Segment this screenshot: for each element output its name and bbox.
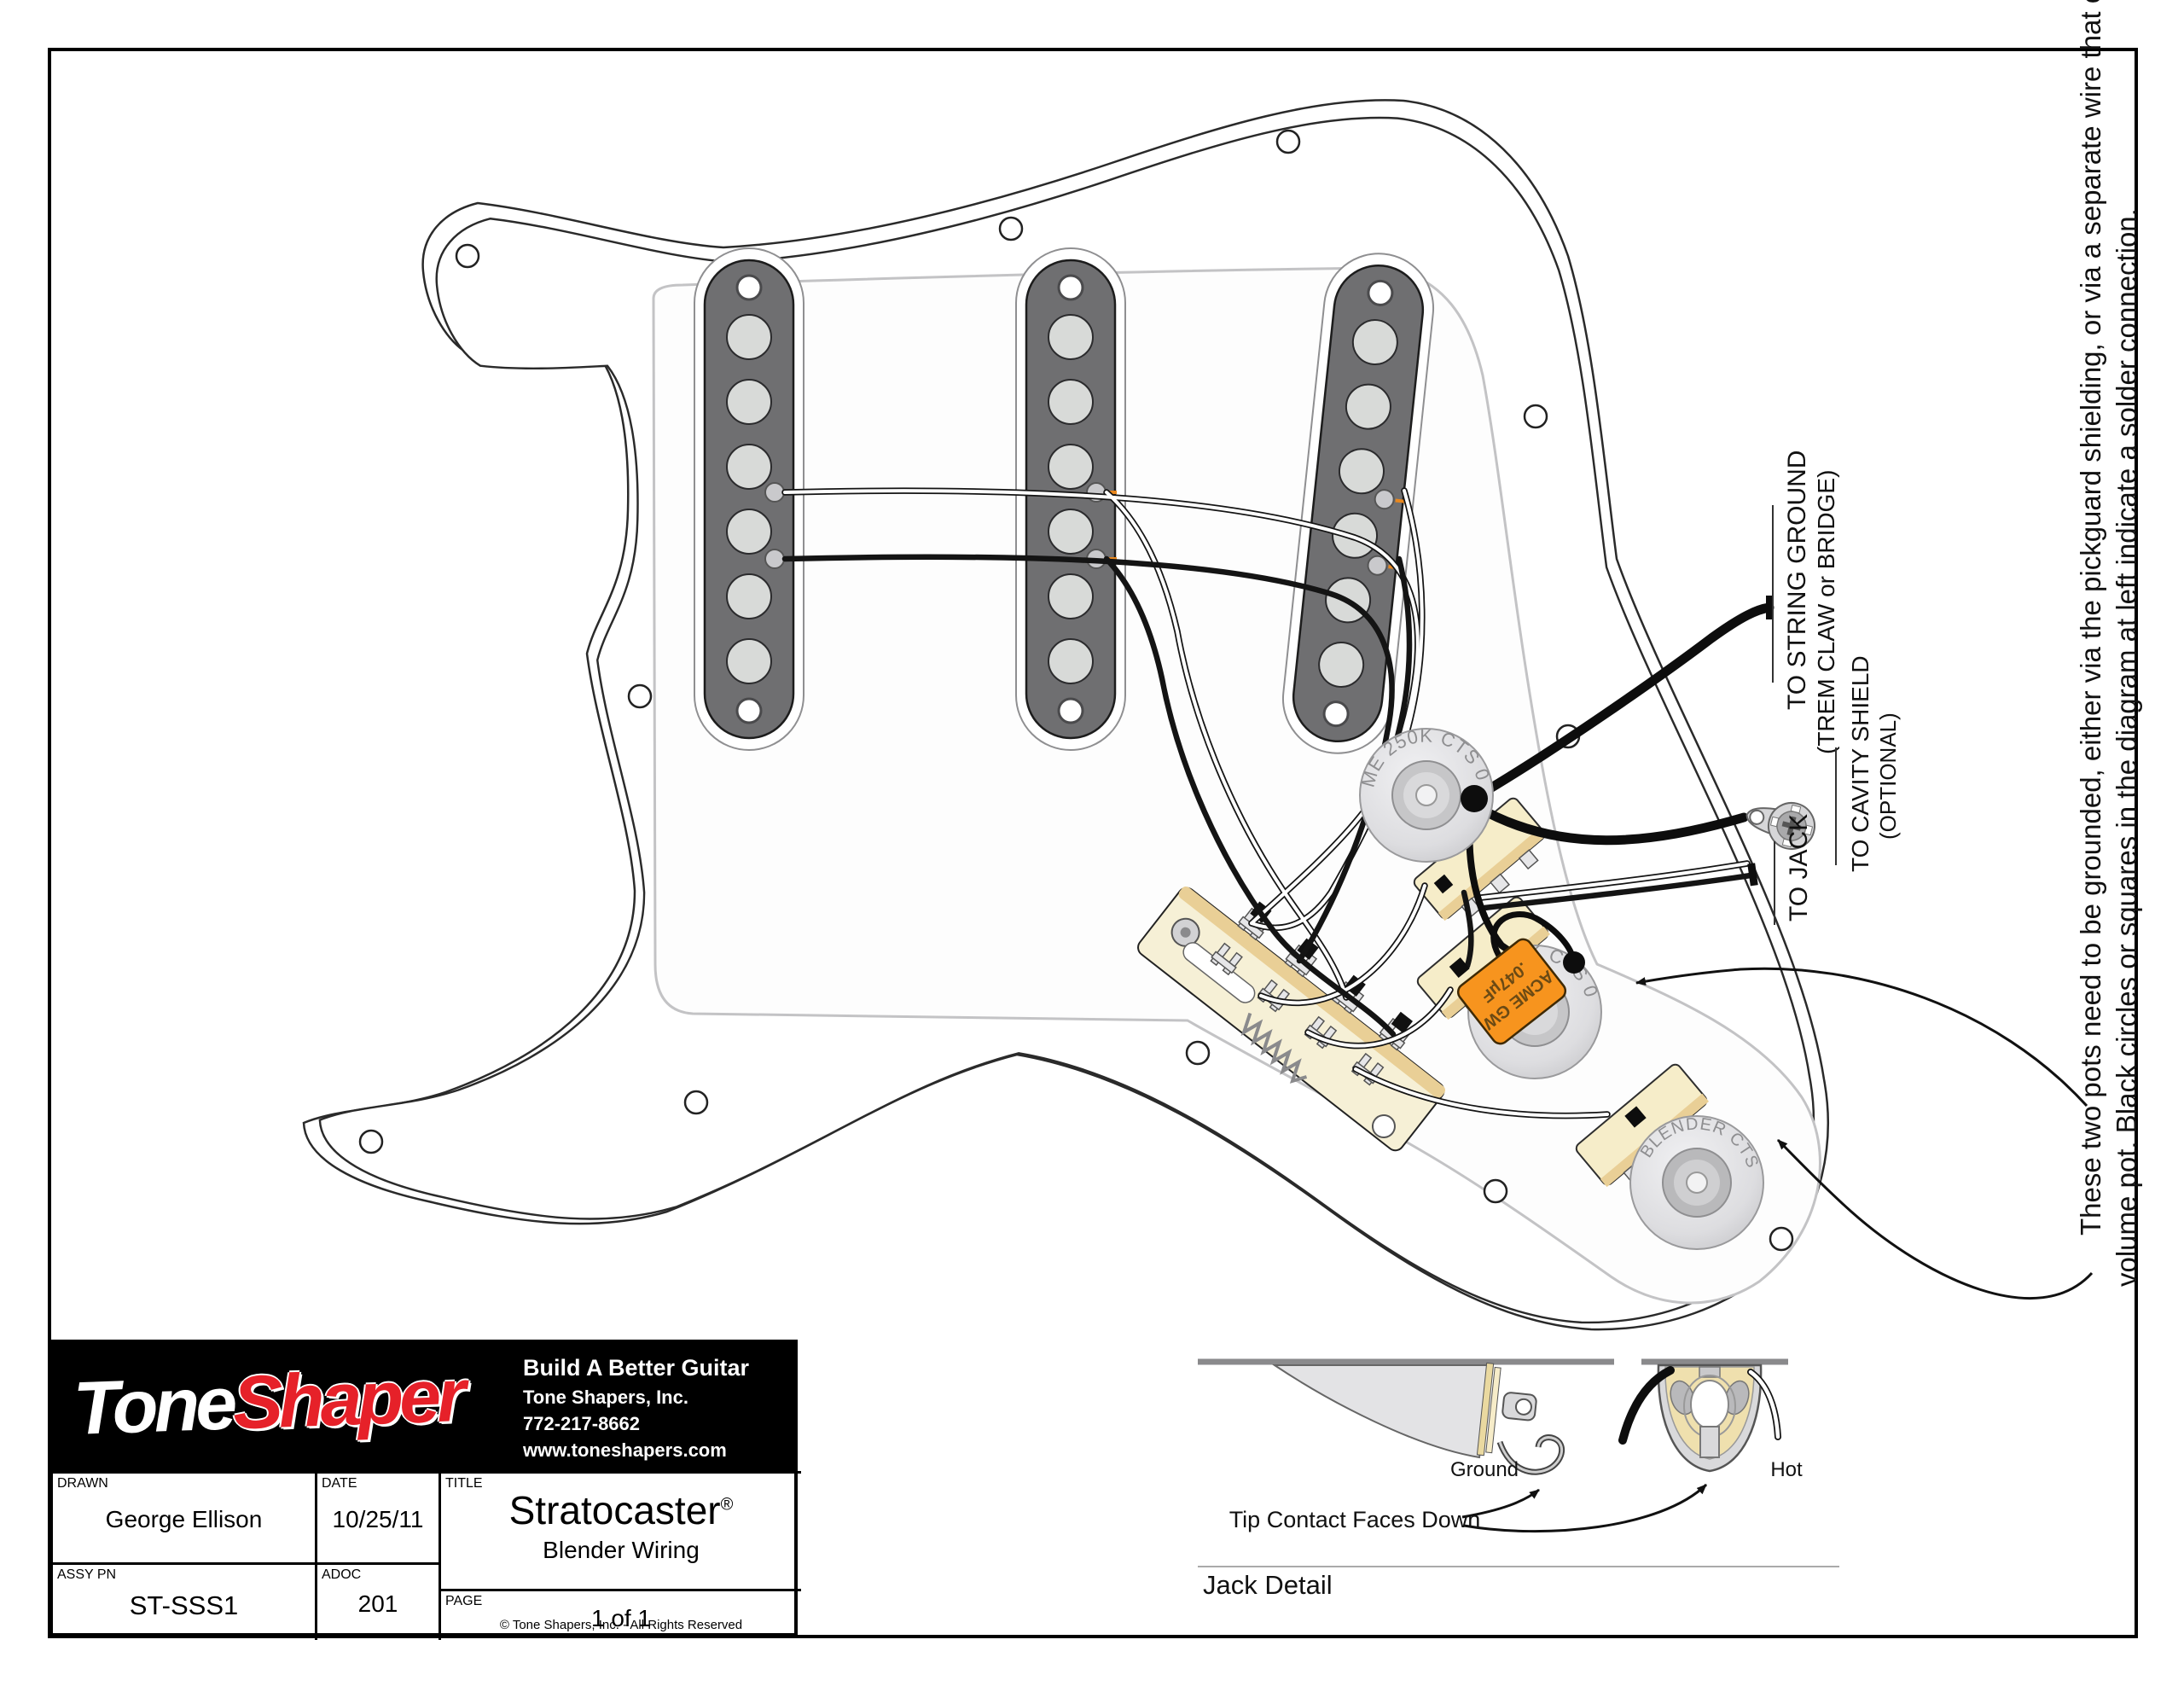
date-label: DATE: [322, 1476, 357, 1491]
ground-bus-wires: [1471, 602, 1774, 846]
title-cell: TITLE Stratocaster® Blender Wiring: [441, 1471, 801, 1589]
website-url: www.toneshapers.com: [523, 1439, 727, 1461]
company-contact: Build A Better Guitar Tone Shapers, Inc.…: [523, 1355, 779, 1466]
tip-label-arrows: [1461, 1483, 1708, 1533]
jack-tip-strips: [1476, 1362, 1502, 1457]
toneshaper-logo: ToneShaper: [72, 1352, 463, 1452]
jack-plate-side-view: [1271, 1364, 1493, 1459]
pickguard-screw-holes: [358, 129, 1794, 1252]
ground-label: Ground: [1450, 1458, 1519, 1481]
tone-solder-joint: [1563, 951, 1585, 974]
volume-solder-joint: [1461, 785, 1488, 812]
capacitor-lead: [1490, 911, 1577, 964]
tip-contact-label: Tip Contact Faces Down: [1229, 1507, 1481, 1532]
string-ground-wire-end: [1766, 596, 1773, 619]
assy-pn-value: ST-SSS1: [129, 1590, 239, 1620]
tagline: Build A Better Guitar: [523, 1355, 750, 1381]
drawn-cell: DRAWN George Ellison: [53, 1471, 317, 1562]
adoc-label: ADOC: [322, 1567, 362, 1582]
wire-labels: TO STRING GROUND (TREM CLAW or BRIDGE) T…: [1772, 451, 1901, 925]
phone-number: 772-217-8662: [523, 1413, 641, 1434]
page-value: 1 of 1: [590, 1605, 652, 1631]
date-value: 10/25/11: [332, 1506, 424, 1532]
logo-banner: ToneShaper Build A Better Guitar Tone Sh…: [53, 1343, 794, 1471]
company-name: Tone Shapers, Inc.: [523, 1387, 688, 1408]
drawn-value: George Ellison: [105, 1506, 263, 1532]
page-cell: PAGE 1 of 1: [441, 1589, 801, 1640]
drawn-label: DRAWN: [57, 1476, 108, 1491]
screw-cross-icon: [1781, 816, 1802, 836]
logo-shaper: Shaper: [231, 1352, 463, 1445]
assy-pn-cell: ASSY PN ST-SSS1: [53, 1562, 317, 1640]
drawing-subtitle: Blender Wiring: [543, 1537, 700, 1563]
jack-ground-wire: [1618, 1366, 1675, 1445]
adoc-cell: ADOC 201: [317, 1562, 441, 1640]
switch-spring: [1240, 1012, 1308, 1084]
jack-lug-tab: [1502, 1392, 1537, 1422]
assy-pn-label: ASSY PN: [57, 1567, 117, 1582]
to-jack-label: TO JACK: [1785, 814, 1813, 922]
grounding-note-line1: These two pots need to be grounded, eith…: [2075, 0, 2106, 1236]
note-arrows: [1635, 967, 2094, 1300]
blender-solder-square: [1624, 1106, 1647, 1128]
jack-detail-heading: Jack Detail: [1203, 1570, 1333, 1600]
logo-tone: Tone: [72, 1360, 235, 1451]
page-border: [48, 48, 2138, 1638]
date-cell: DATE 10/25/11: [317, 1471, 441, 1562]
grounding-note: These two pots need to be grounded, eith…: [2075, 0, 2142, 1287]
string-ground-label-2: (TREM CLAW or BRIDGE): [1813, 470, 1839, 754]
volume-casing-solder-square: [1433, 874, 1454, 894]
adoc-value: 201: [357, 1590, 398, 1617]
drawing-title: Stratocaster®: [508, 1488, 734, 1532]
grounding-note-line2: volume pot. Black circles or squares in …: [2111, 208, 2142, 1287]
ground-lug-icon: [1745, 802, 1815, 850]
string-ground-label-1: TO STRING GROUND: [1783, 451, 1811, 710]
neck-pickup: [693, 247, 805, 752]
cavity-shield-label-2: (OPTIONAL): [1875, 712, 1901, 840]
tone-casing-solder-square: [1449, 957, 1470, 979]
copyright-text: © Tone Shapers, Inc. - All Rights Reserv…: [499, 1618, 743, 1632]
jack-detail: Ground Hot Tip Contact Faces Down Jack D…: [1198, 1358, 1839, 1600]
title-block: ToneShaper Build A Better Guitar Tone Sh…: [49, 1340, 801, 1640]
page-label: PAGE: [445, 1594, 483, 1608]
cavity-shield-label-1: TO CAVITY SHIELD: [1847, 655, 1873, 872]
jack-wire-end: [1747, 863, 1758, 887]
title-label: TITLE: [445, 1476, 483, 1491]
hot-label: Hot: [1770, 1458, 1803, 1481]
jack-cup-view: [1618, 1363, 1778, 1473]
